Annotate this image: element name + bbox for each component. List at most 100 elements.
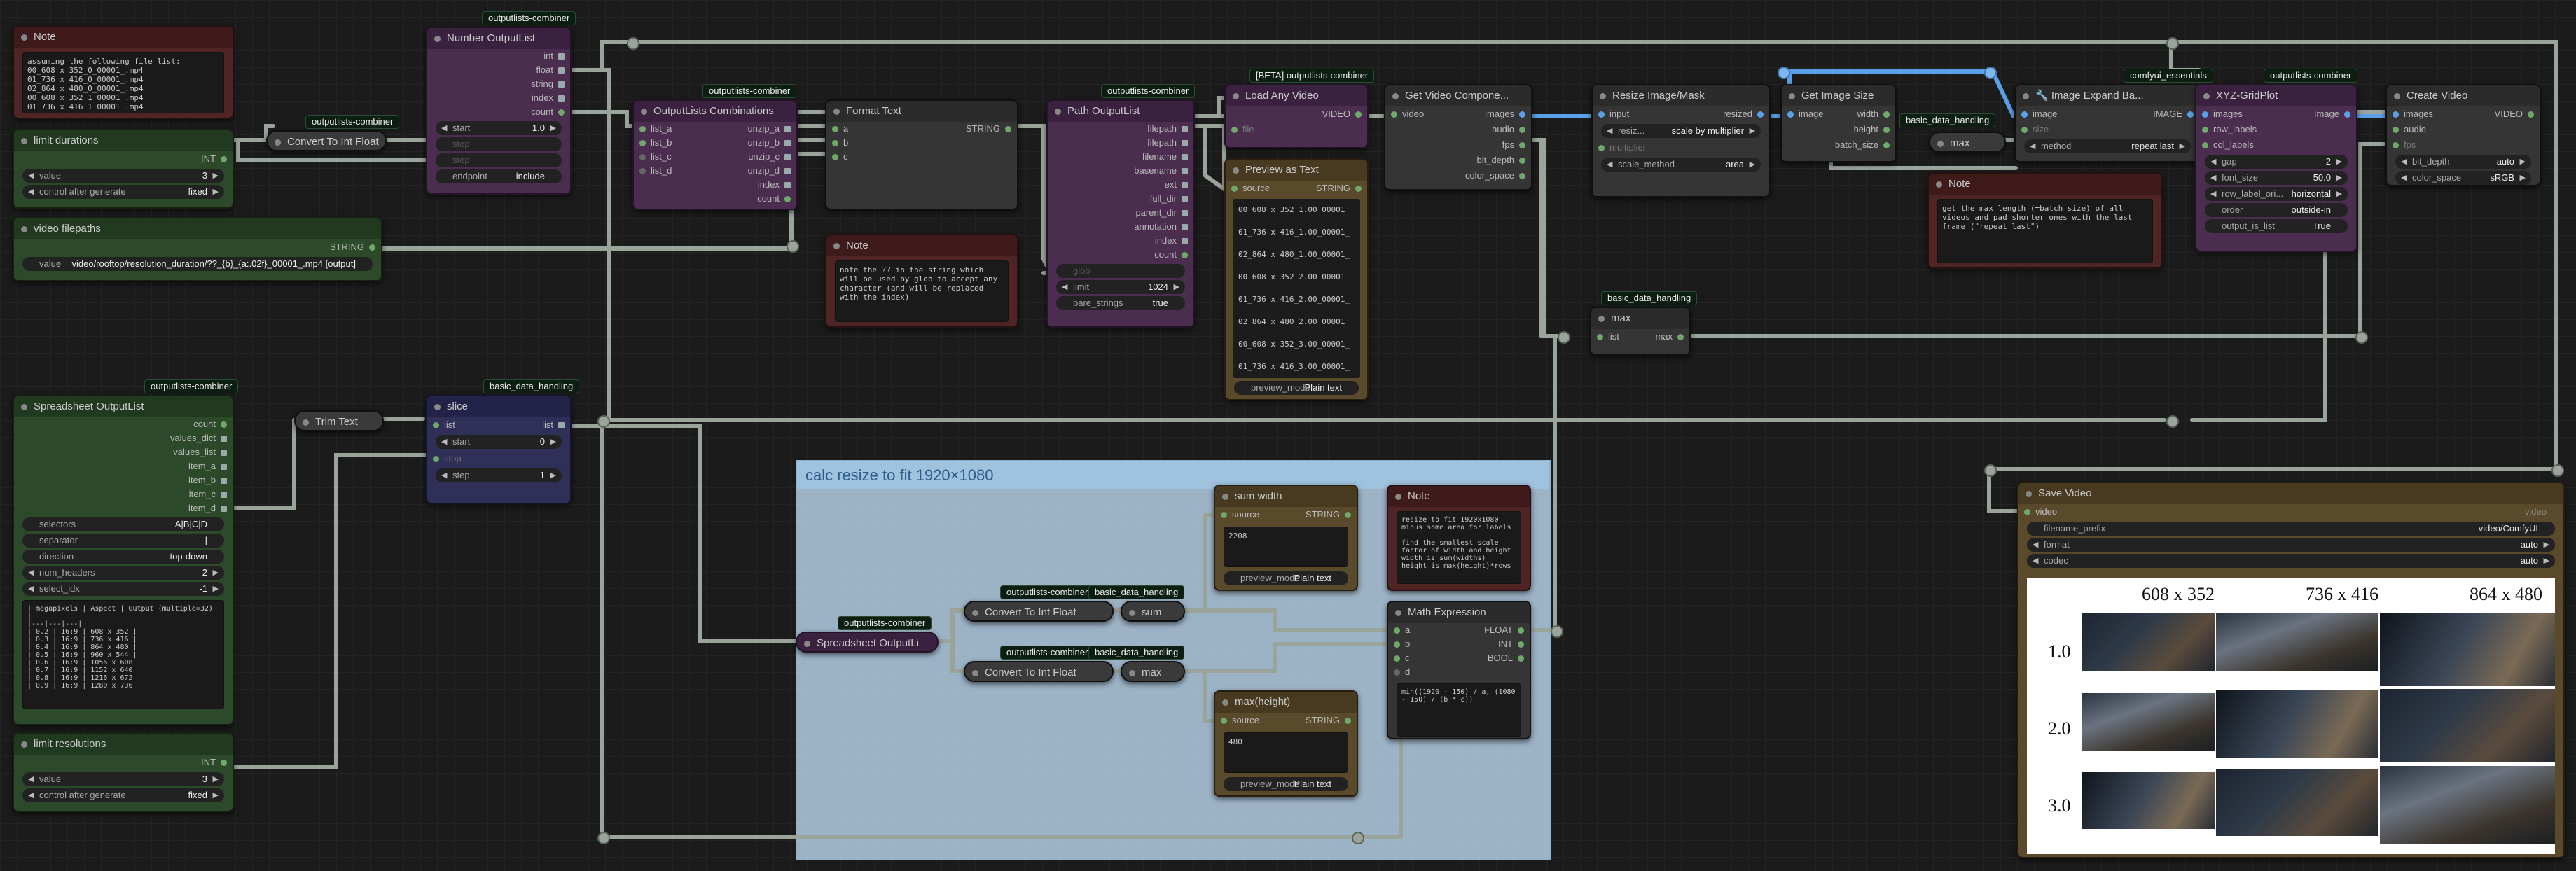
output-pin[interactable] [2344, 111, 2350, 118]
input-pin[interactable] [832, 140, 838, 146]
output-pin[interactable] [221, 760, 227, 766]
resize-type-widget[interactable]: ◀resiz...scale by multiplier▶ [1601, 124, 1761, 138]
note-node-right[interactable]: Note get the max length (=batch size) of… [1927, 172, 2163, 269]
increment-icon[interactable]: ▶ [2336, 174, 2342, 182]
node-header[interactable]: Convert To Int Float [268, 132, 385, 150]
output-pin[interactable] [558, 53, 565, 60]
output-pin[interactable] [1005, 126, 1011, 132]
stop-widget[interactable]: stop [436, 137, 562, 151]
output-pin[interactable] [1182, 196, 1188, 202]
spreadsheet-textarea[interactable]: | megapixels | Aspect | Output (multiple… [22, 600, 224, 709]
note-node-format[interactable]: Note note the ?? in the string which wil… [825, 234, 1018, 328]
node-header[interactable]: Convert To Int Float [965, 662, 1112, 681]
output-pin[interactable] [558, 422, 565, 428]
decrement-icon[interactable]: ◀ [28, 569, 34, 577]
increment-icon[interactable]: ▶ [1749, 127, 1755, 135]
decrement-icon[interactable]: ◀ [441, 471, 448, 480]
decrement-icon[interactable]: ◀ [28, 172, 34, 180]
separator-widget[interactable]: separator| [22, 534, 224, 548]
output-pin[interactable] [1883, 111, 1890, 118]
video-preview-grid[interactable]: 608 x 352 736 x 416 864 x 480 1.0 2.0 3.… [2027, 578, 2555, 854]
node-header[interactable]: Preview as Text [1226, 160, 1367, 181]
output-pin[interactable] [221, 156, 227, 162]
decrement-icon[interactable]: ◀ [2030, 142, 2036, 151]
decrement-icon[interactable]: ◀ [28, 585, 34, 593]
decrement-icon[interactable]: ◀ [2033, 557, 2039, 565]
node-header[interactable]: max [1930, 133, 2004, 151]
input-pin[interactable] [1598, 145, 1605, 151]
convert-int-float-node[interactable]: Convert To Int Float [266, 130, 387, 151]
input-pin[interactable] [639, 140, 646, 146]
input-pin[interactable] [1231, 186, 1238, 192]
node-header[interactable]: Load Any Video [1226, 85, 1367, 106]
max-node-small[interactable]: max [1121, 661, 1185, 682]
node-header[interactable]: video filepaths [14, 218, 381, 239]
output-pin[interactable] [1182, 238, 1188, 244]
decrement-icon[interactable]: ◀ [2401, 174, 2407, 182]
reroute-point[interactable] [1984, 67, 1997, 79]
increment-icon[interactable]: ▶ [212, 569, 219, 577]
node-header[interactable]: Resize Image/Mask [1593, 85, 1769, 106]
output-pin[interactable] [221, 436, 227, 442]
output-pin[interactable] [1519, 127, 1525, 133]
row-label-orientation-widget[interactable]: ◀row_label_ori...horizontal▶ [2205, 187, 2348, 201]
node-header[interactable]: max [1122, 662, 1184, 681]
increment-icon[interactable]: ▶ [212, 585, 219, 593]
input-pin[interactable] [639, 126, 646, 132]
input-pin[interactable] [2021, 127, 2028, 133]
decrement-icon[interactable]: ◀ [28, 775, 34, 783]
reroute-point[interactable] [2355, 331, 2368, 344]
select-idx-widget[interactable]: ◀select_idx-1▶ [22, 582, 224, 596]
output-pin[interactable] [1182, 154, 1188, 160]
node-header[interactable]: Save Video [2018, 483, 2563, 504]
decrement-icon[interactable]: ◀ [1607, 127, 1613, 135]
reroute-point[interactable] [1352, 832, 1364, 844]
output-pin[interactable] [1518, 655, 1524, 662]
decrement-icon[interactable]: ◀ [28, 791, 34, 800]
output-pin[interactable] [221, 478, 227, 484]
node-header[interactable]: sum width [1215, 486, 1357, 507]
output-pin[interactable] [1519, 158, 1525, 164]
node-header[interactable]: Get Image Size [1782, 85, 1895, 106]
increment-icon[interactable]: ▶ [2336, 190, 2342, 198]
input-pin[interactable] [1221, 512, 1227, 518]
decrement-icon[interactable]: ◀ [1607, 160, 1613, 169]
output-pin[interactable] [558, 67, 565, 74]
note-textarea[interactable]: assuming the following file list: 00_608… [22, 52, 224, 113]
convert-int-float-sum-node[interactable]: Convert To Int Float [964, 601, 1114, 622]
output-pin[interactable] [1883, 127, 1890, 133]
node-header[interactable]: Spreadsheet OutputList [14, 396, 233, 417]
node-header[interactable]: Note [826, 235, 1017, 256]
input-pin[interactable] [1597, 334, 1603, 340]
output-pin[interactable] [1355, 186, 1362, 192]
input-pin[interactable] [2393, 142, 2399, 148]
load-any-video-node[interactable]: Load Any Video VIDEO file [1224, 84, 1369, 148]
increment-icon[interactable]: ▶ [2519, 174, 2526, 182]
input-pin[interactable] [1394, 655, 1400, 662]
decrement-icon[interactable]: ◀ [2210, 158, 2217, 166]
node-header[interactable]: Note [14, 27, 233, 48]
output-pin[interactable] [1182, 182, 1188, 188]
input-pin[interactable] [1394, 669, 1400, 676]
node-header[interactable]: Format Text [826, 101, 1017, 122]
note-node-top-left[interactable]: Note assuming the following file list: 0… [13, 25, 234, 119]
output-pin[interactable] [221, 506, 227, 512]
input-pin[interactable] [2021, 111, 2028, 118]
output-pin[interactable] [1345, 512, 1351, 518]
